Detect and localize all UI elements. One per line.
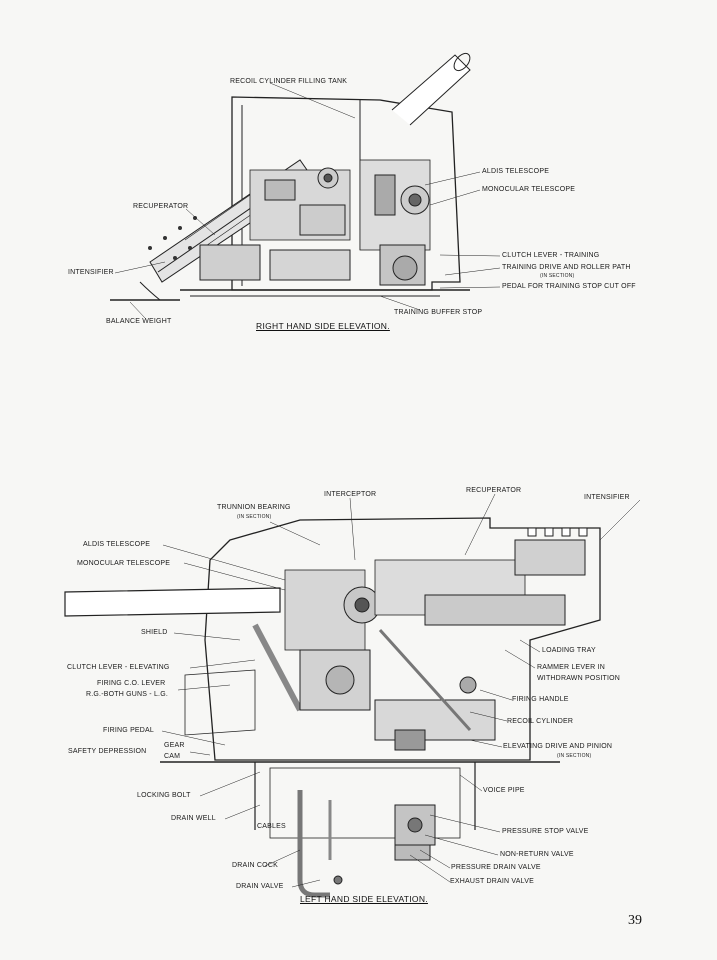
label-pressure-drain-valve: PRESSURE DRAIN VALVE — [451, 864, 541, 871]
label-rammer-lever-2: WITHDRAWN POSITION — [537, 675, 621, 682]
label-cables: CABLES — [257, 823, 286, 830]
page-number: 39 — [628, 913, 642, 928]
label-monocular-telescope-bottom: MONOCULAR TELESCOPE — [77, 560, 171, 567]
label-recuperator-top: RECUPERATOR — [133, 203, 189, 210]
label-intensifier-top: INTENSIFIER — [68, 269, 114, 276]
label-recoil-cylinder-filling-tank: RECOIL CYLINDER FILLING TANK — [230, 78, 348, 85]
label-pedal-training-stop: PEDAL FOR TRAINING STOP CUT OFF — [502, 283, 636, 290]
label-elevating-drive-sub: (IN SECTION) — [557, 753, 592, 759]
label-intensifier-bottom: INTENSIFIER — [584, 494, 630, 501]
label-firing-co-lever: FIRING C.O. LEVER — [97, 680, 166, 687]
label-clutch-lever-training: CLUTCH LEVER - TRAINING — [502, 252, 600, 259]
label-firing-handle: FIRING HANDLE — [512, 696, 569, 703]
label-drain-valve: DRAIN VALVE — [236, 883, 284, 890]
label-training-drive: TRAINING DRIVE AND ROLLER PATH — [502, 264, 631, 271]
label-voice-pipe: VOICE PIPE — [483, 787, 525, 794]
label-exhaust-drain-valve: EXHAUST DRAIN VALVE — [450, 878, 534, 885]
label-shield: SHIELD — [141, 629, 168, 636]
label-gear: GEAR — [164, 742, 185, 749]
label-firing-pedal: FIRING PEDAL — [103, 727, 155, 734]
label-training-buffer-stop: TRAINING BUFFER STOP — [394, 309, 483, 316]
label-clutch-lever-elevating: CLUTCH LEVER - ELEVATING — [67, 664, 170, 671]
label-rg-lg: R.G.-BOTH GUNS - L.G. — [86, 691, 168, 698]
label-trunnion-bearing-sub: (IN SECTION) — [237, 514, 272, 520]
label-pressure-stop-valve: PRESSURE STOP VALVE — [502, 828, 589, 835]
label-drain-cock: DRAIN COCK — [232, 862, 278, 869]
label-balance-weight: BALANCE WEIGHT — [106, 318, 172, 325]
label-loading-tray: LOADING TRAY — [542, 647, 596, 654]
label-safety-depression: SAFETY DEPRESSION — [68, 748, 147, 755]
label-recuperator-bottom: RECUPERATOR — [466, 487, 522, 494]
label-rammer-lever-1: RAMMER LEVER IN — [537, 664, 605, 671]
label-recoil-cylinder: RECOIL CYLINDER — [507, 718, 574, 725]
title-right-hand-side-elevation: RIGHT HAND SIDE ELEVATION. — [256, 321, 390, 331]
label-elevating-drive: ELEVATING DRIVE AND PINION — [503, 743, 613, 750]
label-aldis-telescope-bottom: ALDIS TELESCOPE — [83, 541, 151, 548]
label-drain-well: DRAIN WELL — [171, 815, 216, 822]
label-training-drive-sub: (IN SECTION) — [540, 273, 575, 279]
label-trunnion-bearing: TRUNNION BEARING — [217, 504, 291, 511]
label-non-return-valve: NON-RETURN VALVE — [500, 851, 574, 858]
label-cam: CAM — [164, 753, 181, 760]
label-interceptor: INTERCEPTOR — [324, 491, 377, 498]
title-left-hand-side-elevation: LEFT HAND SIDE ELEVATION. — [300, 894, 428, 904]
label-locking-bolt: LOCKING BOLT — [137, 792, 191, 799]
label-monocular-telescope-top: MONOCULAR TELESCOPE — [482, 186, 576, 193]
label-aldis-telescope-top: ALDIS TELESCOPE — [482, 168, 550, 175]
